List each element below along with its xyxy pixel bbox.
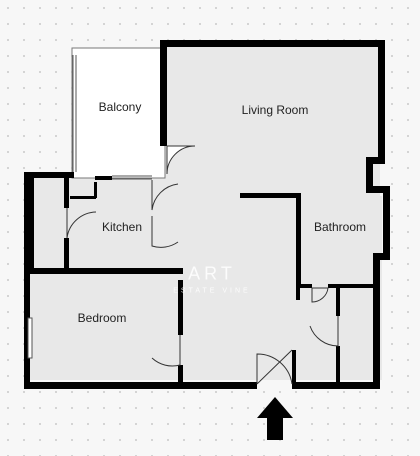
wall — [178, 365, 183, 385]
wall — [24, 172, 74, 178]
door-kitchen-bottom — [151, 216, 179, 248]
door-kitchen-left — [151, 180, 179, 211]
door-bathroom — [311, 287, 329, 303]
door-closet-right — [309, 316, 339, 347]
room-label-bathroom: Bathroom — [313, 220, 367, 234]
wall — [240, 193, 300, 198]
room-label-bedroom: Bedroom — [77, 311, 127, 325]
door-entrance-leaf — [256, 349, 293, 385]
wall — [178, 280, 183, 335]
wall — [24, 382, 257, 389]
wall — [373, 253, 390, 260]
wall — [160, 40, 167, 146]
door-living-balcony — [166, 145, 196, 175]
walls — [24, 40, 390, 389]
wall — [366, 157, 373, 193]
wall — [373, 253, 380, 389]
wall — [328, 284, 378, 288]
room-label-living-room: Living Room — [241, 103, 309, 117]
wall — [366, 186, 390, 193]
watermark-logo-subtext: ESTATE VINE — [173, 287, 251, 295]
wall — [64, 238, 69, 272]
door-bedroom — [151, 335, 181, 367]
room-label-kitchen: Kitchen — [101, 220, 143, 234]
wall — [28, 178, 34, 272]
wall — [378, 40, 385, 164]
wall — [24, 172, 30, 389]
wall — [296, 193, 301, 288]
door-kitchen-closet — [66, 208, 97, 239]
wall — [95, 176, 112, 180]
wall — [383, 186, 390, 260]
room-label-balcony: Balcony — [98, 100, 142, 114]
wall — [296, 288, 300, 300]
wall — [366, 157, 385, 164]
arrow-up-icon — [257, 397, 293, 440]
wall — [292, 350, 296, 386]
room-fills — [28, 45, 382, 380]
wall — [70, 196, 96, 199]
wall — [94, 182, 97, 198]
left-wing-floor — [28, 178, 183, 380]
wall — [160, 40, 385, 47]
wall — [336, 346, 340, 386]
watermark-logo-text: ART — [188, 263, 236, 284]
wall — [64, 178, 69, 208]
door-entrance — [256, 353, 293, 385]
wall — [336, 288, 340, 316]
wall — [296, 284, 312, 288]
bedroom-window — [27, 317, 33, 359]
wall — [28, 268, 183, 274]
doors — [66, 145, 339, 385]
